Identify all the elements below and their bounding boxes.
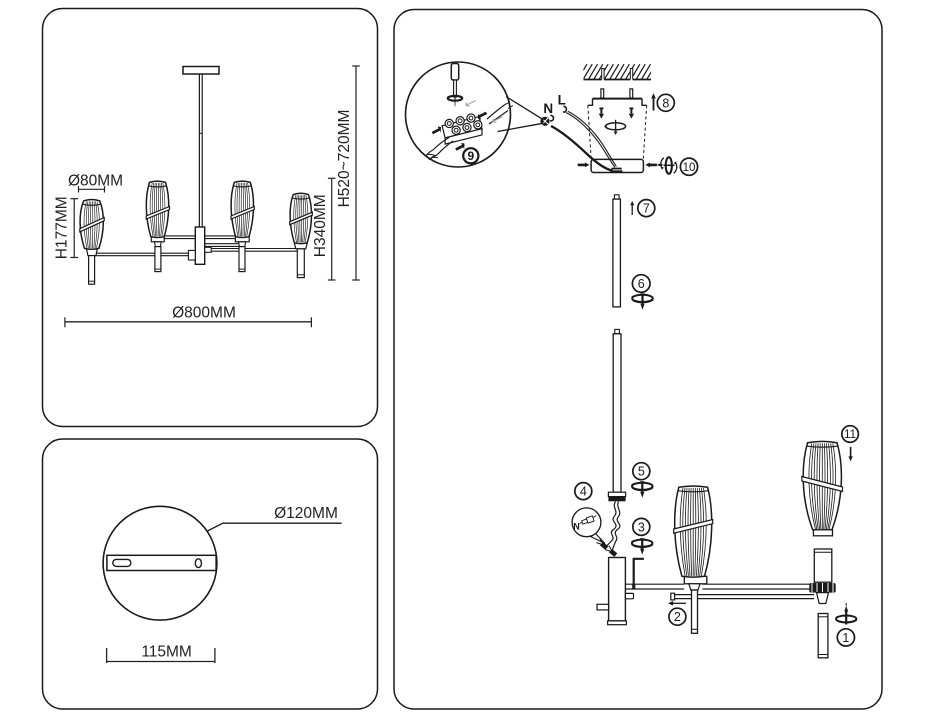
svg-text:11: 11 (844, 429, 856, 441)
svg-text:N: N (543, 101, 553, 116)
svg-text:Ø800MM: Ø800MM (172, 305, 236, 322)
svg-text:6: 6 (638, 277, 645, 291)
svg-text:10: 10 (683, 162, 696, 174)
svg-text:H177MM: H177MM (54, 196, 71, 259)
svg-text:Ø120MM: Ø120MM (274, 505, 338, 522)
svg-text:115MM: 115MM (141, 644, 192, 661)
svg-text:8: 8 (662, 96, 669, 110)
svg-text:H520~720MM: H520~720MM (336, 110, 353, 208)
svg-text:4: 4 (580, 485, 587, 499)
svg-text:7: 7 (643, 202, 650, 216)
svg-text:N: N (573, 522, 580, 532)
svg-text:5: 5 (638, 465, 645, 479)
svg-text:3: 3 (638, 520, 645, 534)
svg-text:Ø80MM: Ø80MM (68, 173, 123, 190)
svg-text:2: 2 (674, 610, 681, 624)
svg-text:1: 1 (842, 631, 849, 645)
svg-text:9: 9 (467, 149, 474, 163)
svg-text:L: L (558, 93, 566, 108)
svg-text:H340MM: H340MM (312, 194, 329, 257)
